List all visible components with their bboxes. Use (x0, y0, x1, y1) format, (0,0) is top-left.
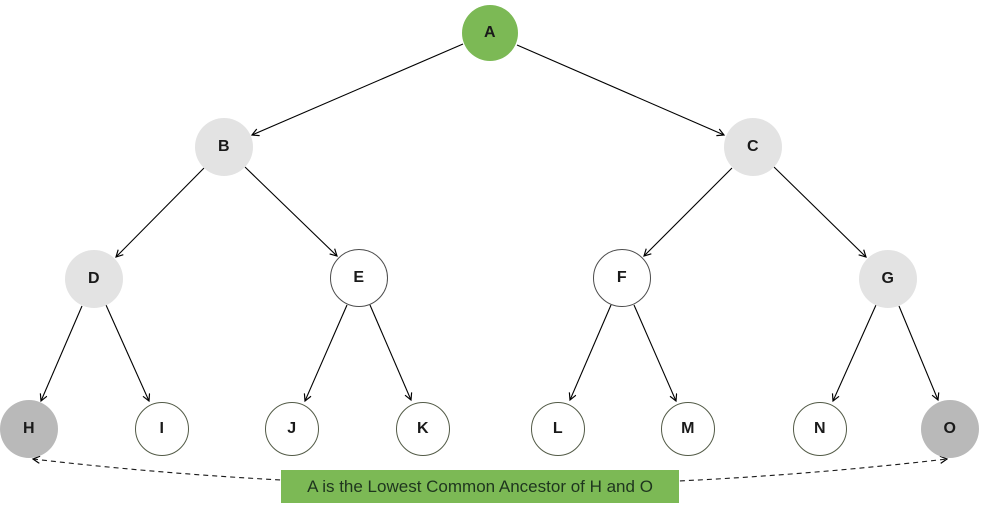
tree-node-J: J (265, 402, 319, 456)
tree-node-F: F (593, 249, 651, 307)
parent-child-arrows (41, 43, 938, 401)
tree-node-C: C (724, 118, 782, 176)
lca-result-banner: A is the Lowest Common Ancestor of H and… (281, 470, 679, 503)
tree-node-L: L (531, 402, 585, 456)
tree-node-I: I (135, 402, 189, 456)
tree-node-H: H (0, 400, 58, 458)
tree-node-B: B (195, 118, 253, 176)
tree-node-N: N (793, 402, 847, 456)
tree-node-M: M (661, 402, 715, 456)
tree-node-G: G (859, 250, 917, 308)
tree-node-K: K (396, 402, 450, 456)
tree-node-E: E (330, 249, 388, 307)
tree-node-D: D (65, 250, 123, 308)
tree-node-O: O (921, 400, 979, 458)
tree-node-A: A (462, 5, 518, 61)
